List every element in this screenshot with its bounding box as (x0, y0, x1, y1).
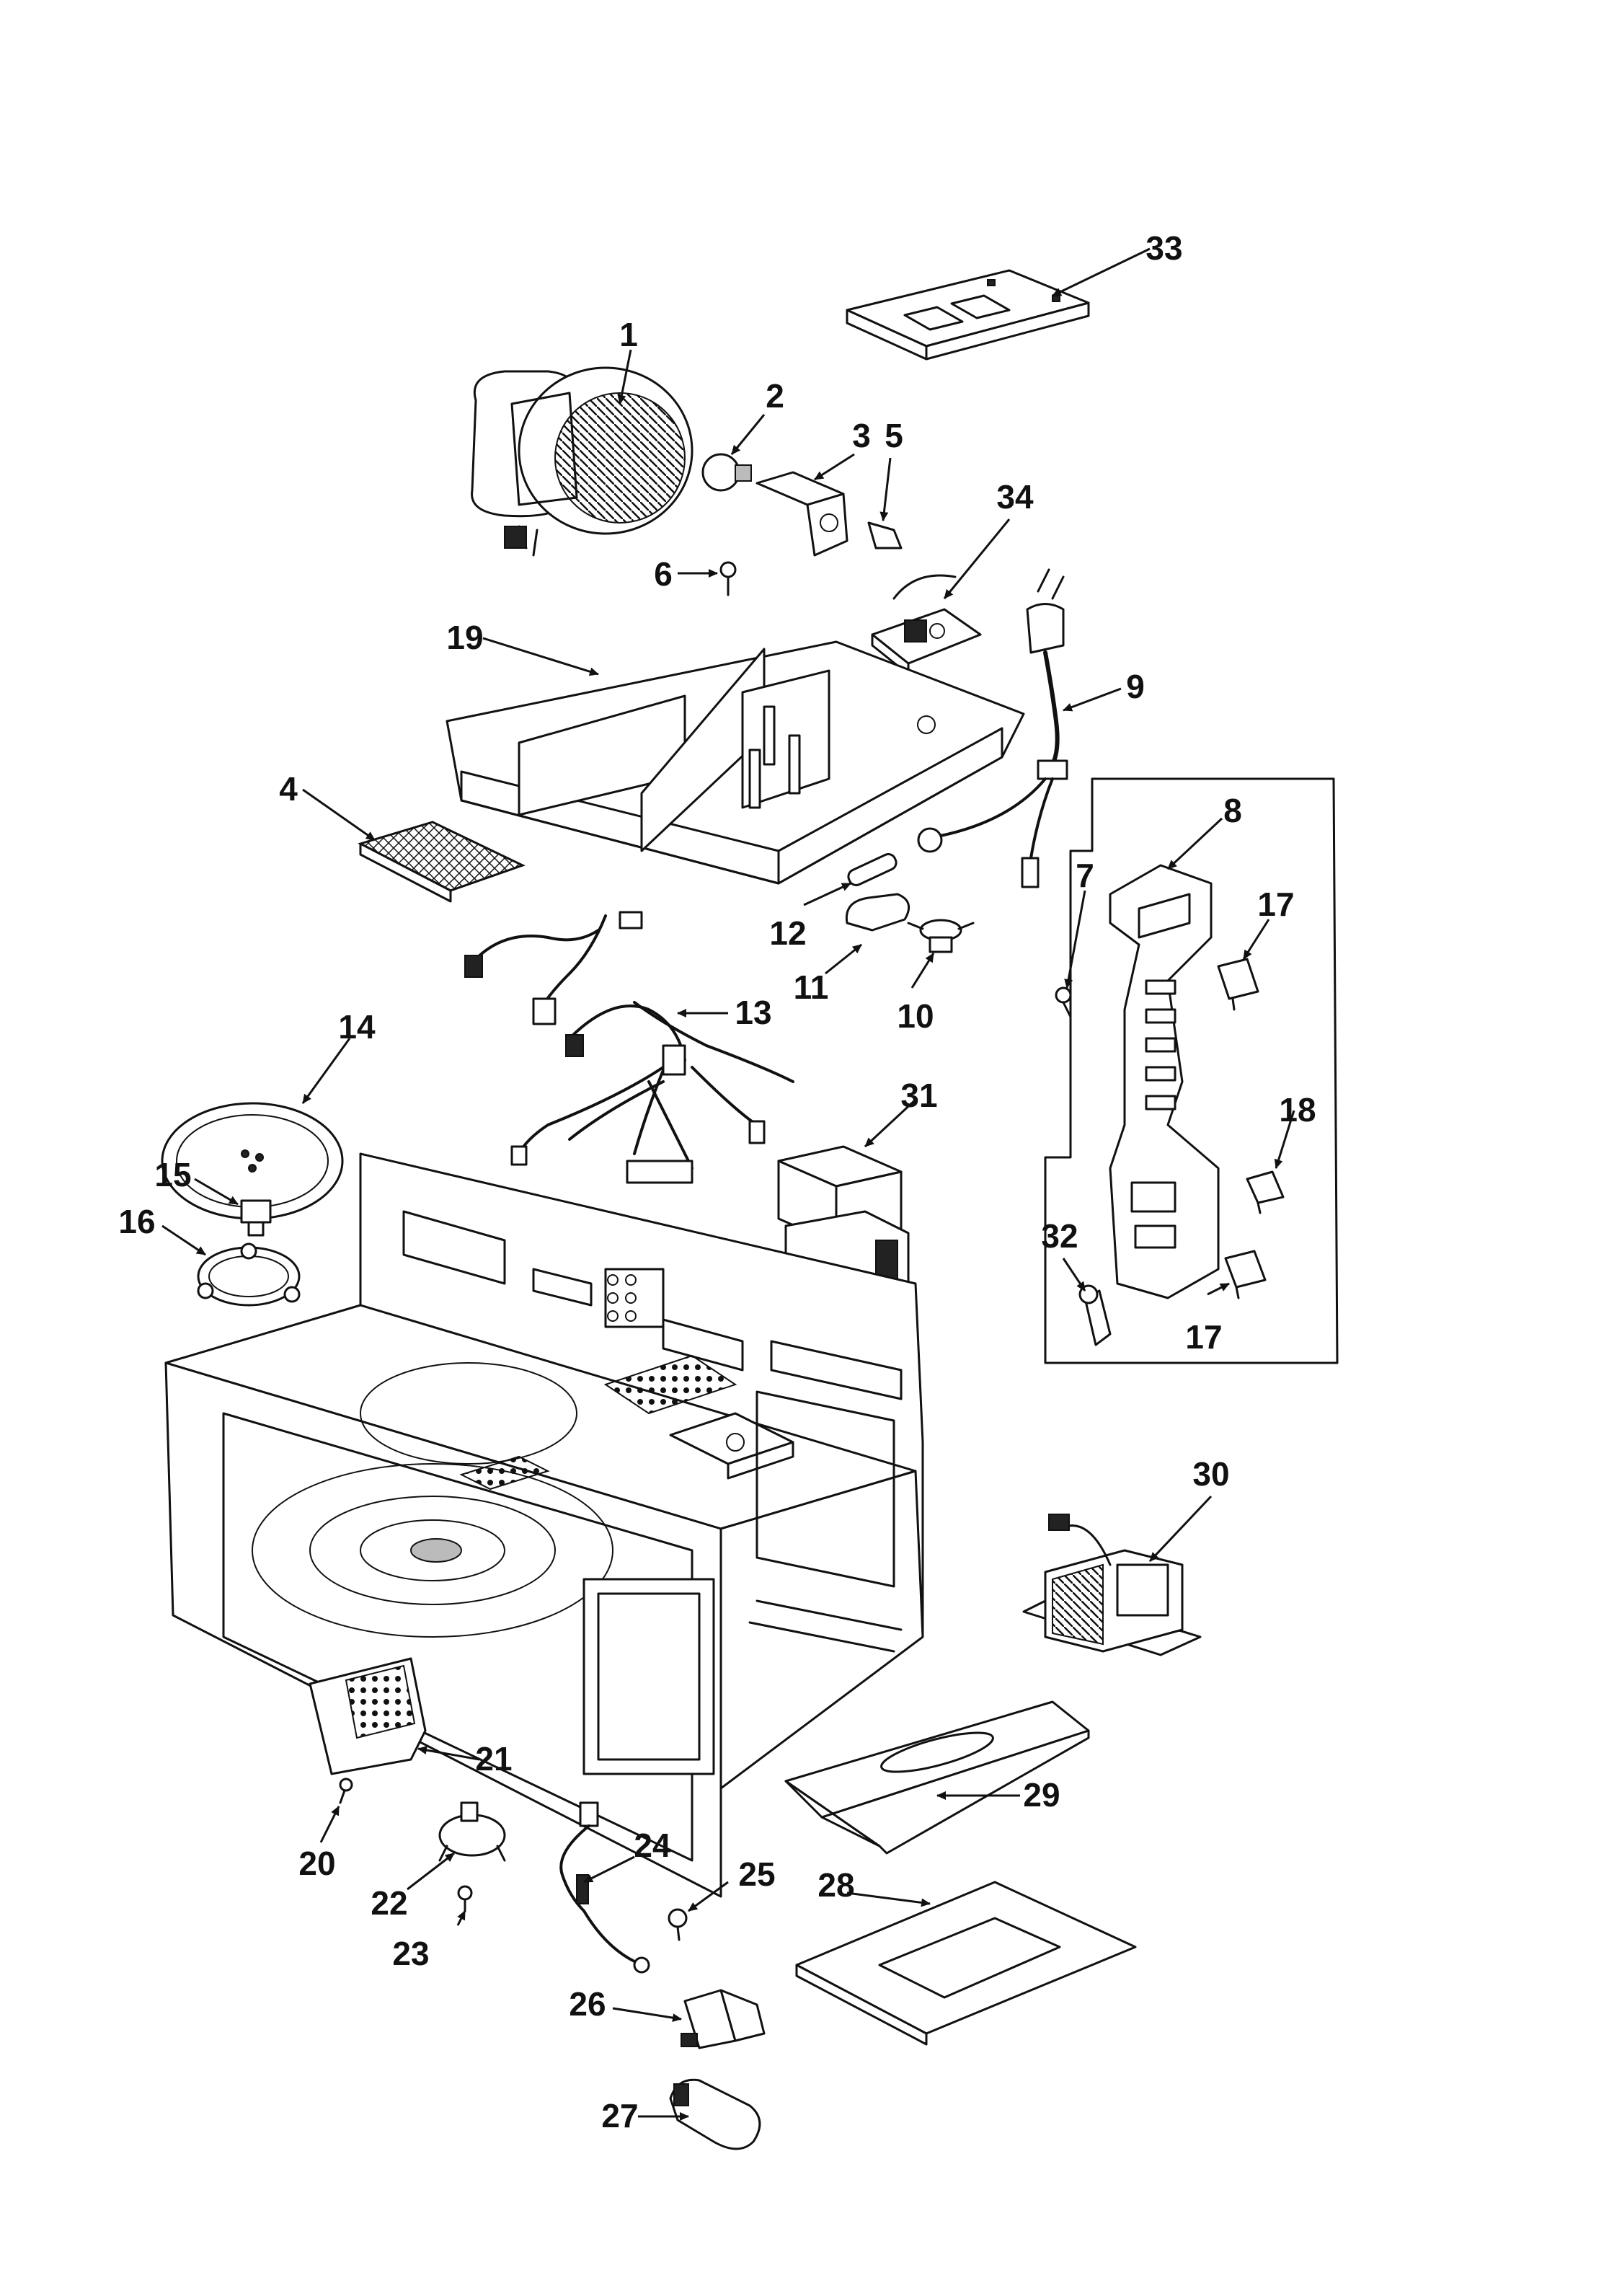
callout-29: 29 (1023, 1776, 1060, 1814)
part-27-connector (669, 2078, 761, 2150)
callout-18: 18 (1279, 1091, 1316, 1129)
callout-8: 8 (1223, 792, 1242, 829)
callout-1: 1 (619, 316, 638, 353)
part-6-screw (719, 561, 737, 596)
part-1-blower-motor (471, 366, 693, 557)
part-13-wire-harness (464, 911, 794, 1184)
callout-33: 33 (1145, 229, 1182, 267)
part-19-base-plate (446, 640, 1025, 885)
part-17-switch-lower (1224, 1250, 1267, 1299)
callout-24: 24 (634, 1827, 671, 1864)
part-3-lamp-bracket (755, 471, 848, 557)
callout-12: 12 (769, 914, 806, 952)
part-33-vent-cover (846, 269, 1090, 361)
part-23-screw (457, 1885, 473, 1912)
callout-27: 27 (601, 2097, 638, 2134)
part-4-filter (358, 821, 526, 903)
callout-10: 10 (897, 997, 934, 1035)
callout-34: 34 (996, 478, 1034, 516)
callout-4: 4 (279, 770, 298, 808)
part-28-bottom-cover (795, 1881, 1137, 2046)
callout-7: 7 (1076, 857, 1094, 894)
part-8-latch-board (1109, 864, 1220, 1299)
part-24-wire (559, 1801, 650, 1974)
part-22-motor (438, 1801, 506, 1862)
part-21-cover (309, 1657, 427, 1775)
part-17-switch-upper (1217, 958, 1259, 1011)
callout-19: 19 (446, 619, 483, 656)
callout-30: 30 (1192, 1455, 1229, 1493)
callout-26: 26 (569, 1985, 606, 2023)
part-9-power-cord (917, 568, 1068, 888)
part-10-thermostat (907, 919, 975, 953)
callout-2: 2 (766, 377, 784, 415)
part-32-lever (1078, 1284, 1112, 1346)
part-26-bracket (681, 1989, 766, 2049)
part-2-bulb (701, 453, 752, 492)
part-7-screw (1055, 986, 1072, 1018)
leader-lines (161, 247, 1295, 2121)
interlock-assembly-box (1044, 777, 1339, 1364)
part-30-transformer (1022, 1514, 1202, 1656)
callout-labels: 33 1 2 3 5 34 6 19 9 8 4 7 17 12 11 10 1… (118, 229, 1316, 2134)
part-14-turntable (161, 1102, 344, 1220)
callout-31: 31 (900, 1077, 937, 1114)
callout-3: 3 (852, 417, 871, 454)
callout-17-lower: 17 (1185, 1318, 1222, 1356)
callout-21: 21 (475, 1740, 512, 1778)
callout-28: 28 (817, 1866, 854, 1904)
callout-15: 15 (154, 1156, 191, 1193)
callout-13: 13 (735, 994, 771, 1031)
callout-25: 25 (738, 1855, 775, 1893)
callout-22: 22 (371, 1884, 407, 1922)
callout-11: 11 (794, 968, 829, 1006)
part-5-clip (867, 521, 903, 549)
callout-17-upper: 17 (1257, 886, 1294, 923)
part-12-fuse (847, 853, 898, 886)
oven-cavity-frame (164, 1152, 924, 1898)
callout-6: 6 (654, 555, 673, 593)
part-20-screw (339, 1778, 353, 1804)
callout-23: 23 (392, 1935, 429, 1972)
part-11-fuse-holder (845, 893, 910, 932)
part-34-circuit-board (871, 574, 982, 676)
callout-32: 32 (1041, 1217, 1078, 1255)
callout-14: 14 (338, 1008, 376, 1046)
callout-16: 16 (118, 1203, 155, 1240)
callout-9: 9 (1126, 668, 1145, 705)
part-25-screw (668, 1908, 688, 1941)
callout-5: 5 (885, 417, 903, 454)
part-18-switch (1246, 1170, 1285, 1214)
callout-20: 20 (298, 1845, 335, 1882)
part-16-roller-ring (197, 1242, 301, 1307)
part-15-coupler (240, 1199, 272, 1237)
